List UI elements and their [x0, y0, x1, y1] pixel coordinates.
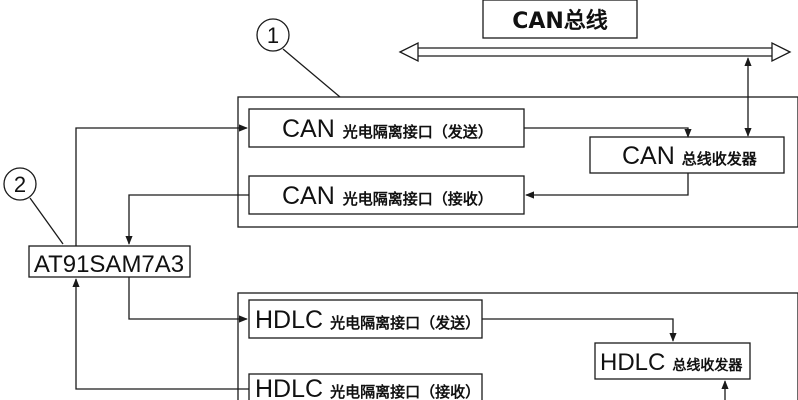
hdlc-tx-to-transceiver-arrow	[482, 318, 677, 342]
can-rx-label: CAN 光电隔离接口（接收）	[282, 182, 493, 210]
hdlc-group-enclosure	[237, 292, 798, 400]
mcu-label: AT91SAM7A3	[34, 251, 184, 278]
marker-1-circle	[256, 18, 290, 52]
can-transceiver-to-rx-arrow	[525, 173, 689, 199]
can-bus-arrow	[398, 41, 792, 63]
can-transceiver-label: CAN 总线收发器	[622, 142, 758, 170]
mcu-box	[28, 245, 191, 278]
hdlc-tx-label: HDLC 光电隔离接口（发送）	[255, 306, 480, 334]
can-tx-label: CAN 光电隔离接口（发送）	[282, 115, 493, 143]
mcu-to-can-tx-arrow	[75, 124, 248, 246]
hdlc-rx-to-mcu-arrow	[72, 278, 249, 390]
marker-2-circle	[3, 167, 37, 201]
hdlc-rx-isolation-box	[248, 373, 483, 400]
hdlc-transceiver-box	[594, 342, 751, 380]
can-tx-to-transceiver-arrow	[524, 127, 692, 138]
hdlc-transceiver-label: HDLC 总线收发器	[600, 349, 743, 376]
can-rx-to-mcu-arrow	[125, 194, 249, 245]
marker-2-leader	[29, 197, 64, 245]
can-bus-title-box	[482, 0, 638, 39]
marker-1-leader	[282, 48, 341, 98]
can-bus-title: CAN总线	[512, 8, 608, 34]
marker-1-label: 1	[267, 23, 279, 48]
can-group-enclosure	[237, 96, 798, 228]
marker-2-label: 2	[14, 172, 26, 197]
hdlc-rx-label: HDLC 光电隔离接口（接收）	[255, 375, 480, 400]
mcu-to-hdlc-tx-arrow	[128, 277, 248, 323]
